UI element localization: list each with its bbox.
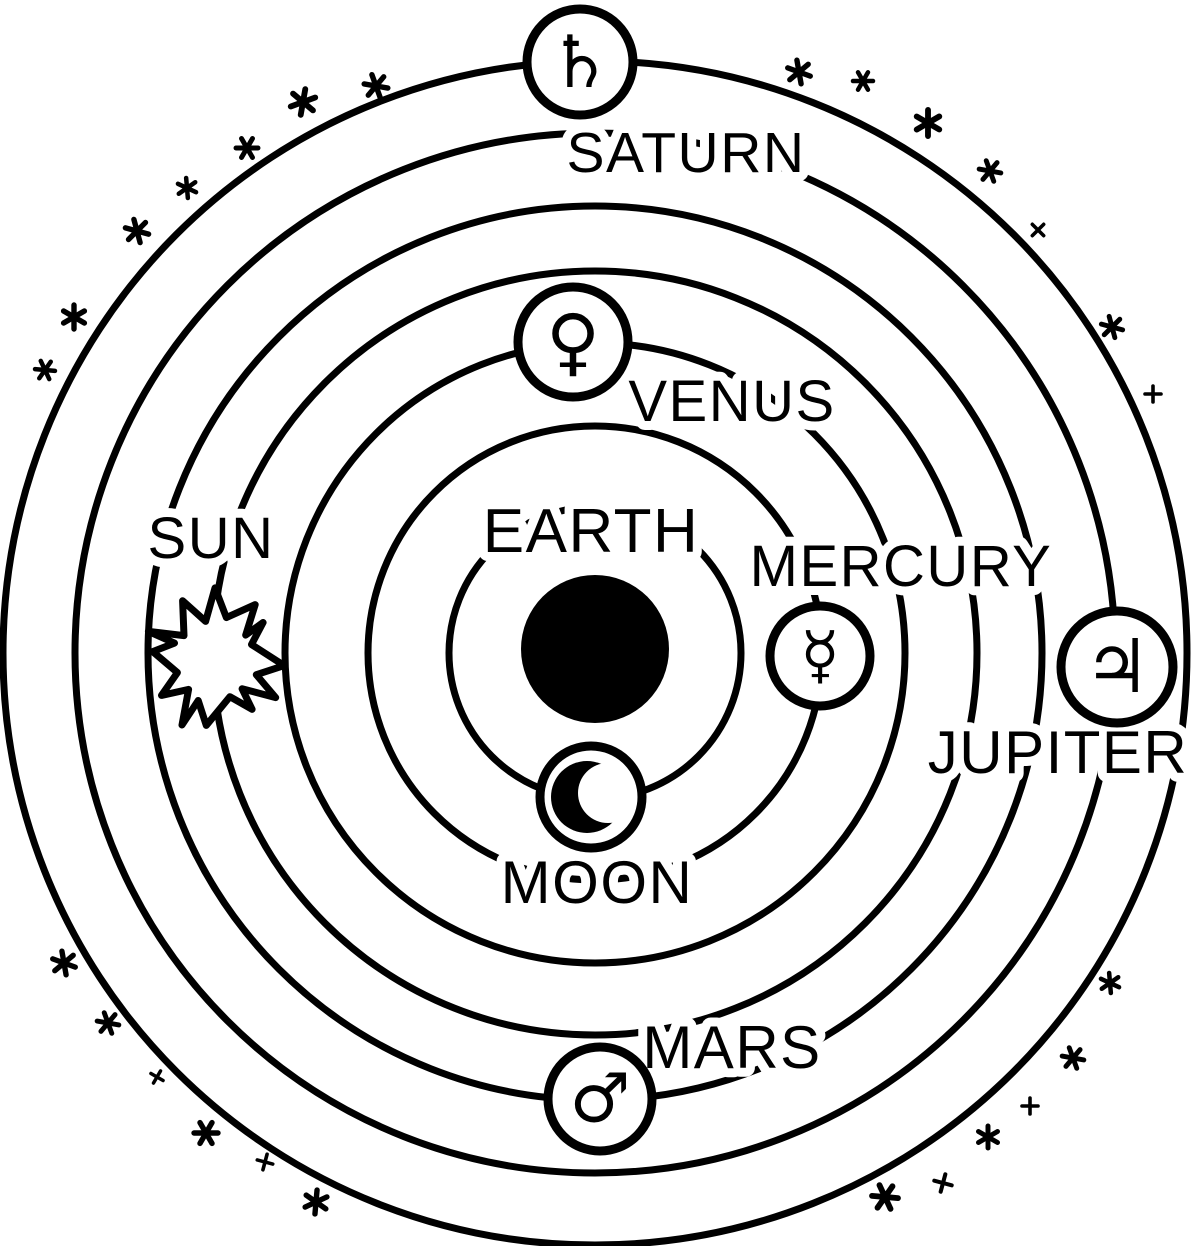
star-icon [233, 136, 261, 160]
mars-symbol-icon: ♂ [570, 1060, 631, 1139]
label-venus: VENUS [628, 369, 835, 434]
star-spoke [976, 1129, 1000, 1145]
star-spoke [60, 308, 88, 326]
mercury-medallion [765, 601, 875, 711]
star-spoke [52, 952, 76, 974]
star-spoke [176, 179, 198, 197]
star-spoke [261, 1152, 269, 1172]
star-icon [976, 158, 1004, 184]
star-field [32, 57, 1163, 1217]
star-spoke [98, 1012, 118, 1034]
star-spoke [302, 1194, 330, 1210]
star-spoke [239, 136, 255, 160]
star-spoke [197, 1119, 215, 1147]
star-icon [1098, 313, 1126, 341]
venus-symbol-icon: ♀ [546, 299, 600, 385]
orbit-labels: MOON MERCURY VENUS SUN MARS JUPITER SATURN EART… [139, 112, 1196, 1090]
star-icon [302, 1187, 330, 1217]
star-spoke [938, 1172, 948, 1194]
star-spoke [1063, 1047, 1083, 1069]
star-spoke [125, 219, 149, 243]
star-icon [94, 1010, 122, 1036]
star-icon [175, 175, 199, 201]
star-icon [913, 107, 943, 139]
star-icon [1030, 222, 1046, 238]
planet-nodes: ☿ ♀ ♂ ♃ ♄ [144, 4, 1178, 1156]
earth-disk [521, 575, 669, 723]
mercury-symbol-icon: ☿ [800, 619, 839, 693]
star-icon [361, 72, 391, 100]
star-icon [287, 86, 319, 118]
star-spoke [1099, 974, 1121, 992]
star-icon [932, 1172, 954, 1194]
star-spoke [913, 113, 943, 133]
star-icon [1059, 1045, 1087, 1071]
star-spoke [37, 359, 53, 381]
label-jupiter: JUPITER [928, 719, 1189, 786]
saturn-medallion [522, 4, 638, 120]
star-spoke [874, 1183, 896, 1211]
jupiter-symbol-icon: ♃ [1084, 624, 1150, 710]
star-spoke [287, 94, 319, 110]
star-spoke [151, 1069, 163, 1085]
star-spoke [365, 74, 387, 98]
label-moon: MOON [501, 849, 694, 916]
star-icon [50, 948, 78, 978]
label-sun: SUN [148, 506, 275, 571]
label-saturn: SATURN [566, 121, 805, 185]
star-spoke [1030, 222, 1046, 238]
star-icon [149, 1069, 165, 1085]
star-icon [255, 1152, 275, 1172]
label-earth: EARTH [483, 497, 700, 566]
star-icon [850, 70, 876, 92]
star-spoke [787, 61, 811, 83]
star-icon [1143, 384, 1163, 404]
saturn-symbol-icon: ♄ [548, 20, 613, 104]
star-icon [122, 216, 152, 246]
jupiter-medallion [1056, 606, 1178, 728]
crescent-moon-icon [551, 761, 623, 833]
star-icon [32, 358, 58, 382]
sunburst-icon [144, 584, 288, 729]
star-spoke [1101, 316, 1123, 338]
star-icon [975, 1123, 1001, 1151]
star-spoke [855, 70, 871, 92]
star-icon [1020, 1096, 1040, 1116]
mars-medallion [543, 1042, 657, 1156]
venus-medallion [513, 282, 633, 402]
label-mars: MARS [642, 1014, 821, 1081]
star-icon [191, 1119, 221, 1147]
star-icon [869, 1182, 901, 1212]
star-spoke [980, 160, 1000, 182]
star-icon [785, 57, 813, 87]
star-icon [1098, 970, 1122, 996]
label-mercury: MERCURY [750, 534, 1053, 599]
star-icon [60, 302, 88, 332]
